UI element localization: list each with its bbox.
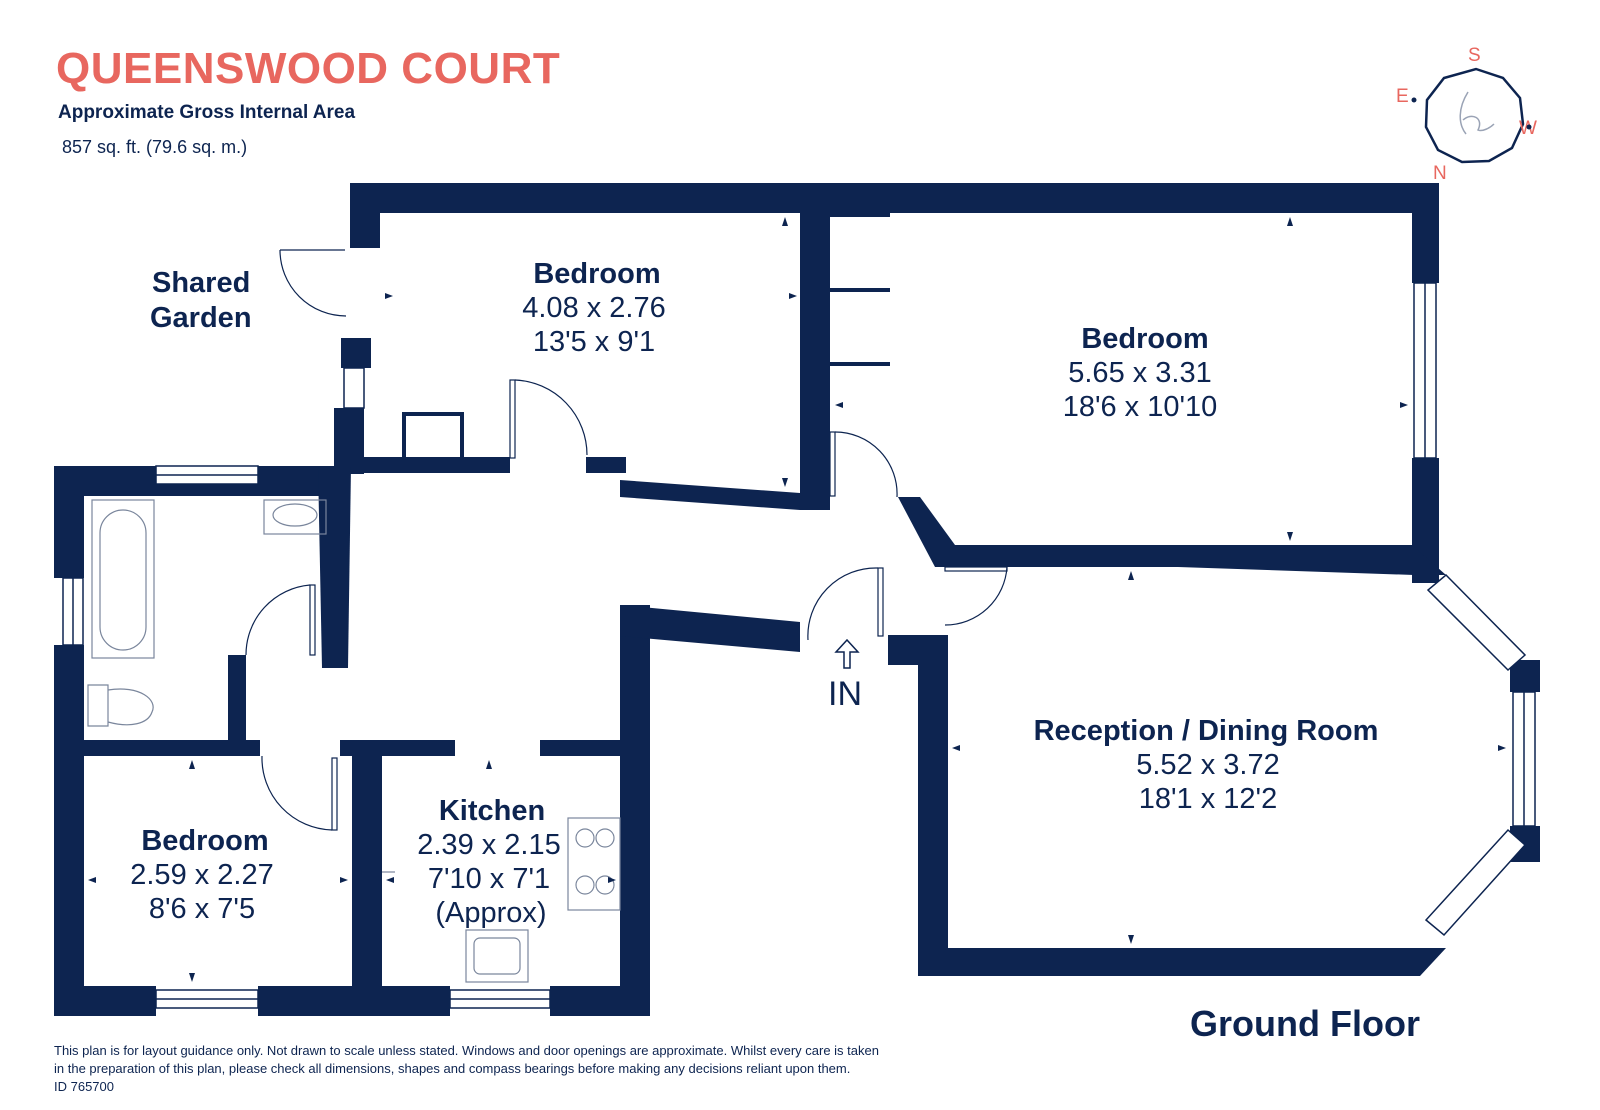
kitchen-hob xyxy=(567,817,621,911)
room-name: Bedroom xyxy=(533,258,660,290)
room-name: Reception / Dining Room xyxy=(1034,715,1379,747)
room-reception: Reception / Dining Room 5.52 x 3.72 18'1… xyxy=(1034,715,1379,815)
bathroom-sink xyxy=(263,499,327,535)
windows xyxy=(62,282,1536,1009)
room-metric: 4.08 x 2.76 xyxy=(522,292,666,324)
room-kitchen: Kitchen 2.39 x 2.15 7'10 x 7'1 (Approx) xyxy=(417,795,561,929)
room-bedroom-large: Bedroom 5.65 x 3.31 18'6 x 10'10 xyxy=(1063,323,1218,423)
room-imperial: 18'1 x 12'2 xyxy=(1139,783,1277,815)
room-bedroom-small: Bedroom 2.59 x 2.27 8'6 x 7'5 xyxy=(130,825,274,925)
doors xyxy=(245,249,1008,831)
floor-label: Ground Floor xyxy=(1190,1003,1420,1044)
area-subtitle: Approximate Gross Internal Area xyxy=(58,102,356,123)
entrance-arrow-icon xyxy=(834,638,860,669)
bathtub xyxy=(91,499,155,659)
room-imperial: 18'6 x 10'10 xyxy=(1063,391,1218,423)
disclaimer-line1: This plan is for layout guidance only. N… xyxy=(54,1043,879,1058)
room-bedroom-top: Bedroom 4.08 x 2.76 13'5 x 9'1 xyxy=(522,258,666,358)
kitchen-sink xyxy=(465,929,529,983)
room-metric: 2.59 x 2.27 xyxy=(130,859,274,891)
room-metric: 5.65 x 3.31 xyxy=(1068,357,1212,389)
room-imperial: 8'6 x 7'5 xyxy=(149,893,255,925)
compass-ring xyxy=(1424,67,1525,164)
compass: S E W N xyxy=(1396,45,1537,184)
garden-label-line2: Garden xyxy=(150,302,252,334)
fixtures xyxy=(87,499,621,983)
property-title: QUEENSWOOD COURT xyxy=(56,44,561,93)
dimension-markers xyxy=(88,217,1506,982)
gross-area: 857 sq. ft. (79.6 sq. m.) xyxy=(62,137,248,157)
compass-north: N xyxy=(1433,163,1447,184)
compass-east: E xyxy=(1396,86,1409,107)
plan-id: ID 765700 xyxy=(54,1079,114,1094)
room-imperial: 7'10 x 7'1 xyxy=(428,863,550,895)
room-metric: 2.39 x 2.15 xyxy=(417,829,561,861)
disclaimer: This plan is for layout guidance only. N… xyxy=(54,1042,1094,1096)
garden-label-line1: Shared xyxy=(152,267,250,299)
room-name: Bedroom xyxy=(141,825,268,857)
room-metric: 5.52 x 3.72 xyxy=(1136,749,1280,781)
room-name: Bedroom xyxy=(1081,323,1208,355)
toilet xyxy=(87,684,154,727)
disclaimer-line2: in the preparation of this plan, please … xyxy=(54,1061,851,1076)
compass-logo-icon xyxy=(1459,91,1495,135)
walls xyxy=(54,183,1540,1016)
entrance-label: IN xyxy=(828,675,862,713)
room-imperial: 13'5 x 9'1 xyxy=(533,326,655,358)
room-name: Kitchen xyxy=(439,795,545,827)
room-note: (Approx) xyxy=(435,897,546,929)
compass-south: S xyxy=(1468,45,1481,66)
